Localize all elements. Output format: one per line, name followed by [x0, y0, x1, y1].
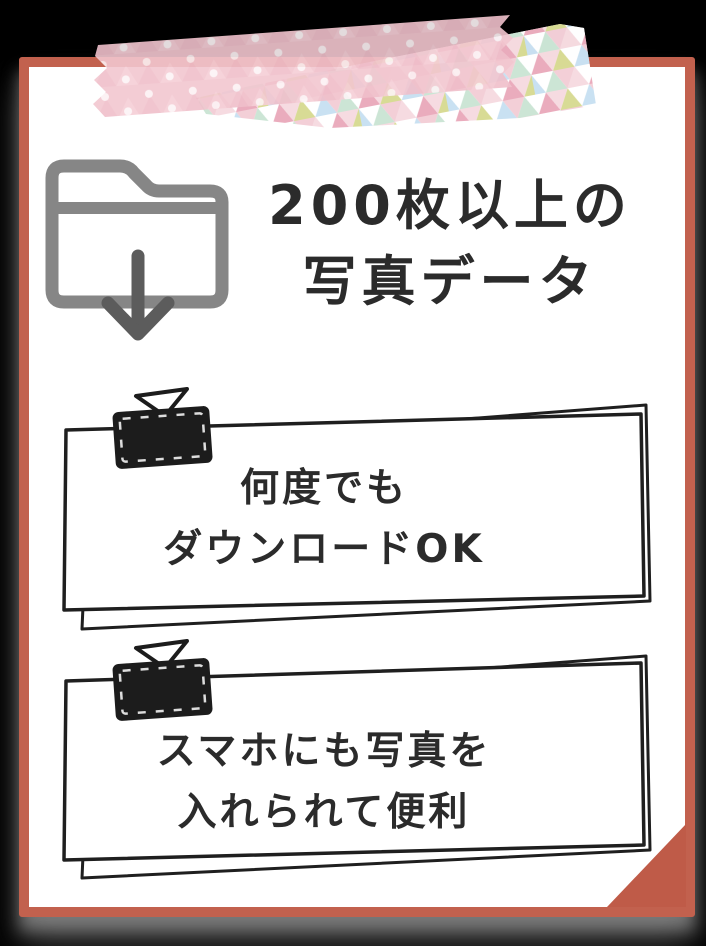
page-title: 200枚以上の 写真データ	[235, 168, 665, 320]
panel-2-line-2: 入れられて便利	[177, 790, 471, 835]
panel-2-text: スマホにも写真を 入れられて便利	[64, 721, 644, 843]
title-line-1: 200枚以上の	[268, 174, 632, 237]
panel-2-line-1: スマホにも写真を	[156, 729, 492, 774]
panel-1-text: 何度でも ダウンロードOK	[64, 458, 644, 580]
panel-1-line-2: ダウンロードOK	[163, 527, 485, 572]
panel-1-line-1: 何度でも	[239, 466, 408, 511]
title-line-2: 写真データ	[302, 250, 598, 313]
